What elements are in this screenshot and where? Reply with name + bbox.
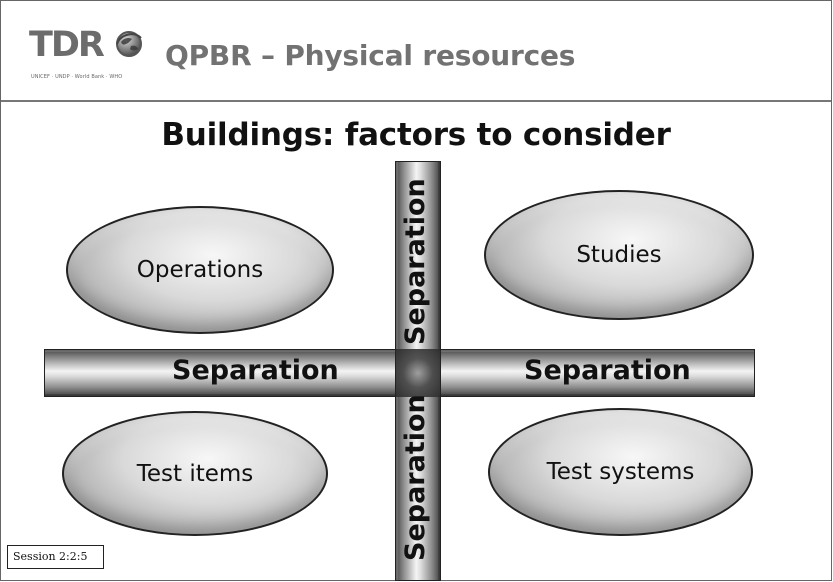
test-systems-label: Test systems: [546, 459, 695, 485]
session-label: Session 2:2:5: [7, 545, 104, 569]
page-title: Buildings: factors to consider: [161, 117, 671, 153]
header-title: QPBR – Physical resources: [165, 39, 576, 72]
separation-label-left: Separation: [172, 355, 339, 386]
studies-ellipse: Studies: [484, 190, 754, 320]
separation-intersection: [395, 349, 441, 397]
tdr-logo: TDR UNICEF · UNDP · World Bank · WHO: [29, 28, 159, 98]
studies-label: Studies: [576, 242, 662, 268]
separation-label-top: Separation: [400, 178, 431, 345]
logo-text: TDR: [29, 25, 105, 65]
slide-header: TDR UNICEF · UNDP · World Bank · WHO QPB…: [1, 1, 831, 102]
test-items-ellipse: Test items: [62, 411, 328, 536]
test-systems-ellipse: Test systems: [488, 408, 753, 536]
test-items-label: Test items: [136, 460, 254, 487]
operations-ellipse: Operations: [66, 206, 334, 334]
separation-label-bottom: Separation: [400, 394, 431, 561]
logo-tagline: UNICEF · UNDP · World Bank · WHO: [31, 74, 123, 80]
separation-label-right: Separation: [524, 355, 691, 386]
globe-icon: [116, 31, 142, 57]
operations-label: Operations: [136, 257, 264, 283]
